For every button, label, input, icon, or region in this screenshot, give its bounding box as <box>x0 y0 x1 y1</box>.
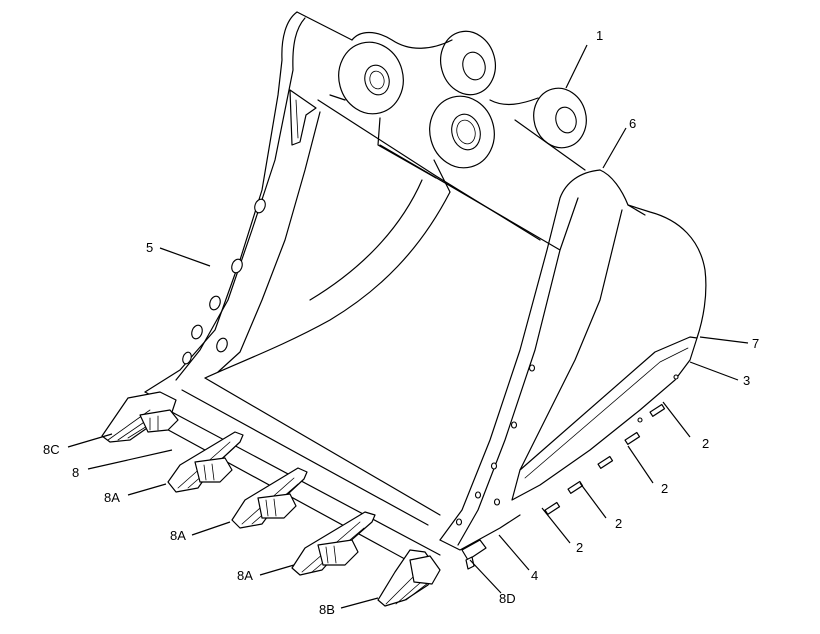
tooth-1 <box>167 431 244 493</box>
callout-3: 3 <box>743 373 750 388</box>
tooth-2 <box>231 467 308 529</box>
leader-lines <box>67 44 749 609</box>
callout-2-d: 2 <box>576 540 583 555</box>
callout-2-c: 2 <box>615 516 622 531</box>
left-side-plate <box>144 11 353 393</box>
callout-8: 8 <box>72 465 79 480</box>
callout-2-a: 2 <box>702 436 709 451</box>
left-corner-tooth <box>101 391 179 443</box>
callout-labels: 1 6 5 7 3 2 2 2 2 4 8D 8C 8 8A 8A 8A 8B <box>43 28 759 617</box>
callout-1: 1 <box>596 28 603 43</box>
callout-8a-1: 8A <box>104 490 120 505</box>
bucket-drawing <box>101 11 707 607</box>
side-pin <box>461 539 487 570</box>
side-plate-holes <box>182 198 536 526</box>
side-segments <box>544 374 679 515</box>
callout-6: 6 <box>629 116 636 131</box>
callout-2-b: 2 <box>661 481 668 496</box>
tooth-3 <box>291 511 376 576</box>
callout-8d: 8D <box>499 591 516 606</box>
right-side-plate <box>439 169 707 546</box>
callout-4: 4 <box>531 568 538 583</box>
callout-8a-2: 8A <box>170 528 186 543</box>
hinge-bosses <box>338 30 587 193</box>
callout-8a-3: 8A <box>237 568 253 583</box>
top-wrapper <box>317 94 586 251</box>
right-corner-tooth <box>377 549 441 607</box>
bucket-interior <box>181 179 451 526</box>
callout-8c: 8C <box>43 442 60 457</box>
callout-8b: 8B <box>319 602 335 617</box>
callout-5: 5 <box>146 240 153 255</box>
callout-7: 7 <box>752 336 759 351</box>
